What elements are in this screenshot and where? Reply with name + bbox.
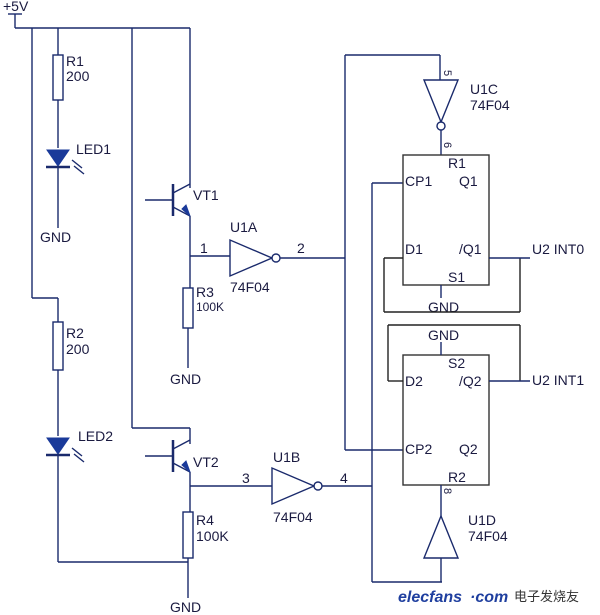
led2-label: LED2 — [78, 428, 113, 444]
gnd-label-2: GND — [170, 371, 201, 387]
watermark-cn: 电子发烧友 — [514, 589, 579, 605]
ff2-r: R2 — [448, 469, 466, 485]
u1b-inverter: U1B 74F04 3 4 — [242, 449, 372, 525]
ff1-r: R1 — [448, 155, 466, 171]
led1-branch: R1 200 LED1 GND — [40, 28, 111, 245]
u1c-ref: U1C — [470, 81, 498, 97]
r4-ref: R4 — [196, 512, 214, 528]
flip-flop-2: S2 D2 /Q2 CP2 Q2 R2 GND U2 INT1 — [387, 324, 584, 486]
supply-label: +5V — [3, 0, 29, 14]
gnd-label-1: GND — [40, 229, 71, 245]
supply-rail: +5V — [3, 0, 190, 29]
ff1-q: Q1 — [459, 173, 478, 189]
r1-value: 200 — [66, 68, 90, 84]
led1-label: LED1 — [76, 141, 111, 157]
ff1-cp: CP1 — [405, 173, 432, 189]
u1a-inverter: U1A 74F04 1 2 — [200, 219, 345, 295]
watermark-suffix: ·com — [470, 589, 508, 606]
ff2-cp: CP2 — [405, 441, 432, 457]
u1d-gate-icon — [422, 514, 460, 559]
u1a-part: 74F04 — [230, 279, 270, 295]
ff1-nq: /Q1 — [459, 241, 482, 257]
u1d-ref: U1D — [468, 512, 496, 528]
r2-ref: R2 — [66, 325, 84, 341]
ff2-q: Q2 — [459, 441, 478, 457]
u1b-gate-icon — [271, 466, 316, 506]
r3-value: 100K — [196, 300, 224, 314]
r1-resistor — [52, 54, 64, 101]
ff2-d: D2 — [405, 373, 423, 389]
vt2-label: VT2 — [193, 454, 219, 470]
u1c-part: 74F04 — [470, 97, 510, 113]
led1-diode-icon — [46, 149, 70, 167]
r4-value: 100K — [196, 528, 229, 544]
r2-resistor — [52, 321, 64, 371]
u1d-inverter: U1D 74F04 8 — [422, 485, 508, 582]
ff2-nq: /Q2 — [459, 373, 482, 389]
vt1-transistor: VT1 R3 100K GND — [145, 28, 230, 387]
ff1-s: S1 — [448, 269, 465, 285]
u1b-part: 74F04 — [273, 509, 313, 525]
vt1-label: VT1 — [193, 187, 219, 203]
vt2-transistor: VT2 R4 100K GND — [131, 28, 272, 615]
u1a-gate-icon — [229, 238, 274, 278]
r3-ref: R3 — [196, 284, 214, 300]
u1b-pin-out: 4 — [340, 470, 348, 486]
ff1-d: D1 — [405, 241, 423, 257]
u1c-pin-out: 6 — [441, 142, 453, 148]
u1d-pin-in: 8 — [441, 488, 453, 494]
u1b-ref: U1B — [273, 449, 300, 465]
watermark-logo: elecfans ·com 电子发烧友 — [398, 589, 579, 606]
r2-value: 200 — [66, 341, 90, 357]
u1a-pin-in: 1 — [200, 240, 208, 256]
output-int0: U2 INT0 — [532, 241, 584, 257]
r3-resistor — [182, 287, 194, 329]
u1a-ref: U1A — [230, 219, 258, 235]
u1d-part: 74F04 — [468, 528, 508, 544]
u1c-gate-icon — [422, 79, 460, 124]
ff1-gnd: GND — [428, 299, 459, 315]
led2-diode-icon — [46, 437, 70, 455]
r4-resistor — [182, 511, 194, 559]
u1b-pin-in: 3 — [242, 470, 250, 486]
ff2-gnd: GND — [428, 327, 459, 343]
gnd-label-3: GND — [170, 599, 201, 615]
flip-flop-1: R1 CP1 Q1 D1 /Q1 S1 GND U2 INT0 — [383, 154, 584, 315]
ff2-s: S2 — [448, 355, 465, 371]
led2-branch: R2 200 LED2 — [31, 28, 188, 563]
u1c-inverter: U1C 74F04 5 6 — [345, 54, 510, 155]
u1a-pin-out: 2 — [297, 240, 305, 256]
watermark-brand: elecfans — [398, 589, 462, 606]
r1-ref: R1 — [66, 53, 84, 69]
u1c-pin-in: 5 — [441, 70, 453, 76]
output-int1: U2 INT1 — [532, 372, 584, 388]
